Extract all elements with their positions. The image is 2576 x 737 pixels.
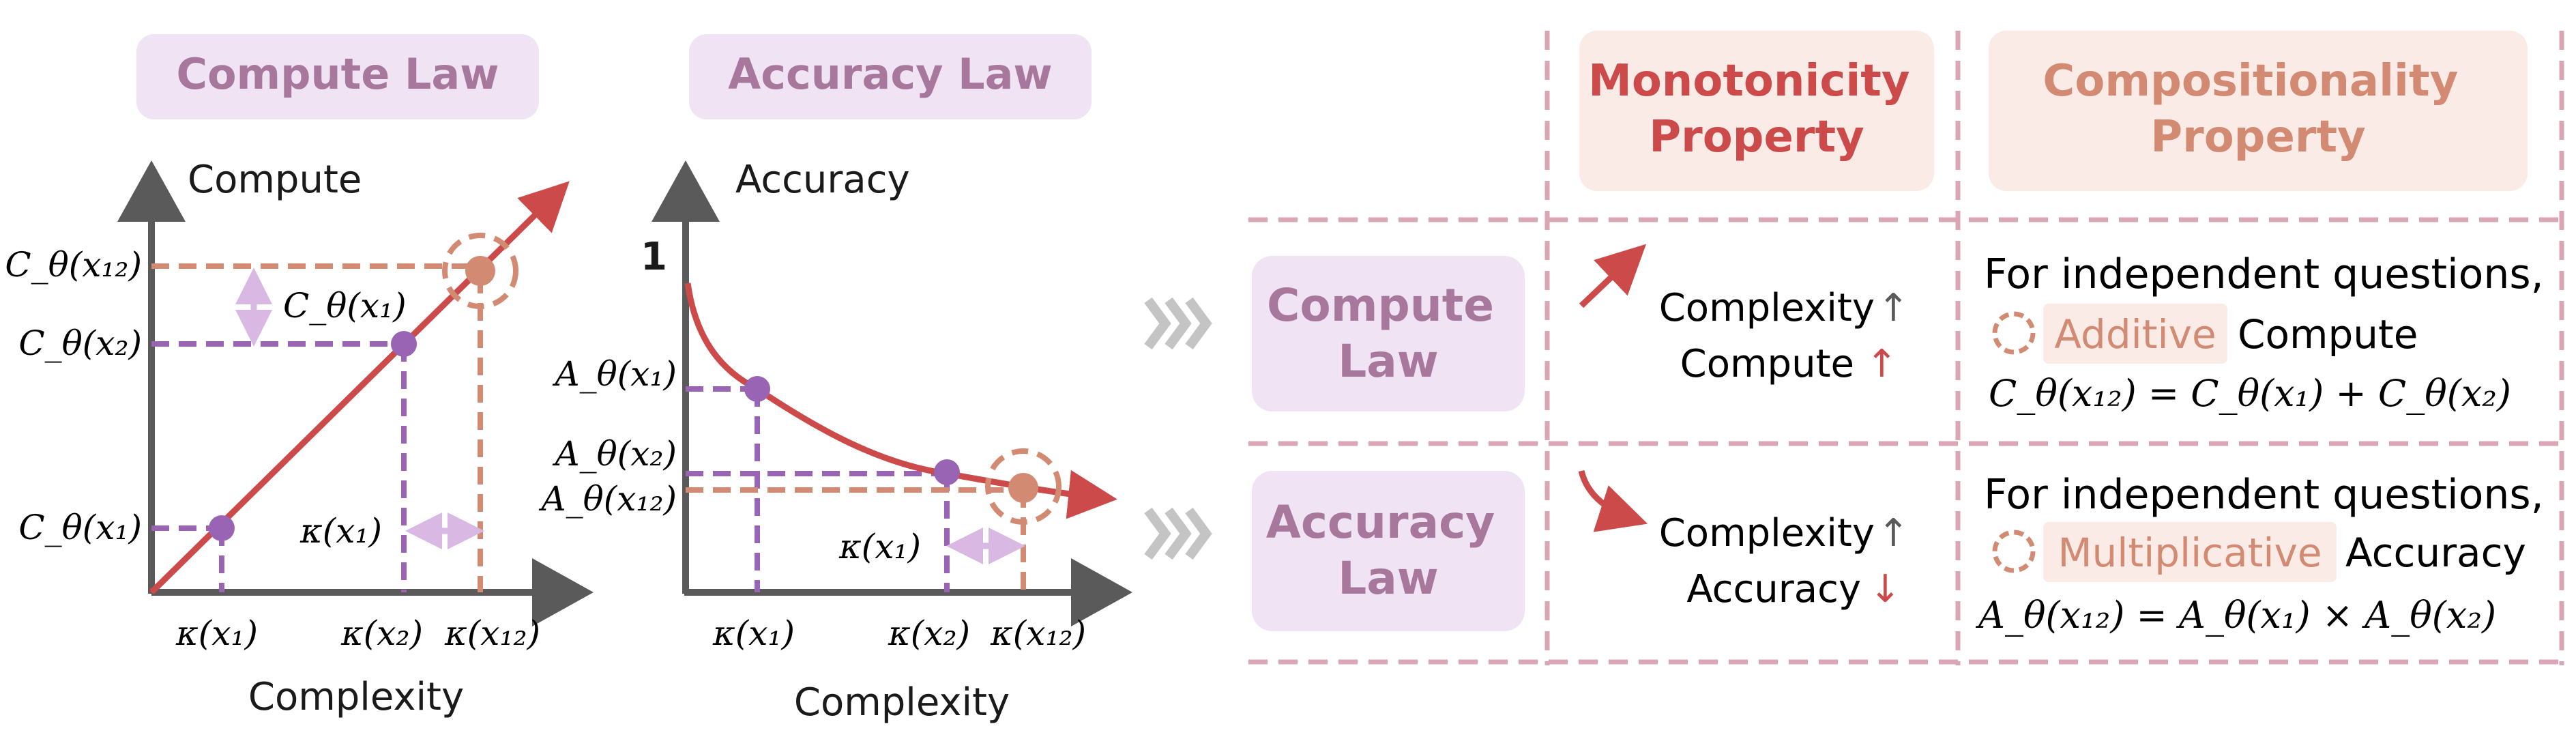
comp-accuracy-formula: A_θ(x₁₂) = A_θ(x₁) × A_θ(x₂) (1975, 594, 2496, 637)
compute-y-axis-label: Compute (188, 158, 362, 202)
accuracy-y-axis-label: Accuracy (735, 158, 910, 202)
comp-compute-dashed-circle-icon (1992, 311, 2036, 355)
comp-compute-line1: For independent questions, (1984, 250, 2544, 298)
col-header-compositionality: Compositionality Property (2043, 56, 2473, 162)
comp-compute-formula: C_θ(x₁₂) = C_θ(x₁) + C_θ(x₂) (1989, 372, 2511, 415)
mono-accuracy-line2: Accuracy (1686, 567, 1861, 611)
comp-accuracy-dashed-circle-icon (1992, 530, 2036, 573)
x-tick-k2: κ(x₂) (340, 613, 423, 653)
accuracy-law-badge-text: Accuracy Law (728, 49, 1052, 99)
row-header-compute-line2: Law (1338, 335, 1439, 388)
row-header-accuracy-line1: Accuracy (1266, 496, 1495, 549)
col-header-monotonicity-bg (1579, 31, 1934, 191)
x-tick-k12: κ(x₁₂) (444, 613, 540, 653)
comp-compute-highlight-bg (2043, 304, 2227, 364)
acc-point-x12-halo (985, 448, 1062, 525)
accuracy-y-max-label: 1 (641, 235, 667, 279)
comp-accuracy-highlight-bg (2043, 522, 2337, 582)
compute-x-axis-label: Complexity (248, 675, 464, 719)
compute-gap-label: C_θ(x₁) (283, 286, 407, 326)
y-tick-c1: C_θ(x₁) (18, 508, 142, 547)
up-arrow-icon-2: ↑ (1877, 511, 1909, 555)
mono-accuracy-line1: Complexity (1659, 511, 1875, 555)
up-arrow-red-icon: ↑ (1866, 342, 1898, 386)
accuracy-law-chart: Accuracy Law Accuracy Complexity 1 κ(x₁)… (538, 34, 1132, 725)
comp-compute-rest: Compute (2238, 311, 2418, 358)
row-header-compute: Compute Law (1267, 279, 1510, 388)
row-header-compute-bg (1252, 256, 1525, 411)
row-header-accuracy-line2: Law (1338, 552, 1439, 605)
acc-x-tick-k1: κ(x₁) (712, 613, 795, 653)
comp-compute-highlight: Additive (2054, 311, 2216, 358)
row-header-accuracy-bg (1252, 471, 1525, 631)
table-grid (1248, 31, 2564, 665)
point-x1 (209, 515, 235, 541)
point-x12 (465, 256, 495, 286)
col-header-monotonicity-line1: Monotonicity (1588, 56, 1909, 106)
row-header-accuracy: Accuracy Law (1266, 496, 1511, 605)
col-header-compositionality-line1: Compositionality (2043, 56, 2458, 106)
acc-point-x12 (1008, 473, 1038, 503)
down-arrow-red-icon: ↓ (1869, 567, 1901, 611)
mono-accuracy-decrease-arrow (1578, 469, 1648, 532)
x-tick-k1: κ(x₁) (175, 613, 258, 653)
y-tick-c2: C_θ(x₂) (18, 323, 142, 363)
point-x2 (391, 331, 417, 357)
acc-x-tick-k2: κ(x₂) (888, 613, 970, 653)
compute-law-chart: Compute Law Compute Complexity C_θ(x₁) κ… (5, 34, 594, 719)
comp-accuracy-highlight: Multiplicative (2058, 530, 2322, 576)
acc-point-x1 (744, 376, 770, 402)
mono-compute-line2: Compute (1680, 342, 1854, 386)
accuracy-law-badge (689, 34, 1092, 119)
mono-compute-line1: Complexity (1659, 286, 1875, 330)
acc-y-tick-a2: A_θ(x₂) (553, 434, 677, 474)
row-header-compute-line1: Compute (1267, 279, 1494, 332)
col-header-monotonicity-line2: Property (1649, 112, 1864, 162)
mono-compute-increase-arrow (1579, 244, 1647, 308)
y-tick-c12: C_θ(x₁₂) (5, 245, 142, 285)
col-header-monotonicity: Monotonicity Property (1588, 56, 1925, 162)
point-x12-halo (442, 233, 518, 309)
up-arrow-icon: ↑ (1877, 286, 1909, 330)
acc-y-tick-a12: A_θ(x₁₂) (538, 479, 677, 519)
compute-law-badge-text: Compute Law (176, 49, 499, 99)
acc-x-tick-k12: κ(x₁₂) (990, 613, 1086, 653)
acc-point-x2 (934, 459, 960, 485)
col-header-compositionality-bg (1989, 31, 2528, 191)
compute-law-badge (136, 34, 539, 119)
chevrons-accuracy (1144, 507, 1212, 560)
comp-accuracy-line1: For independent questions, (1984, 471, 2544, 519)
acc-y-tick-a1: A_θ(x₁) (553, 354, 677, 394)
compute-kappa-gap-label: κ(x₁) (299, 511, 382, 551)
accuracy-kappa-gap-label: κ(x₁) (838, 527, 921, 566)
col-header-compositionality-line2: Property (2150, 112, 2366, 162)
comp-accuracy-rest: Accuracy (2345, 530, 2526, 576)
chevrons-compute (1144, 297, 1212, 350)
accuracy-x-axis-label: Complexity (794, 680, 1010, 725)
